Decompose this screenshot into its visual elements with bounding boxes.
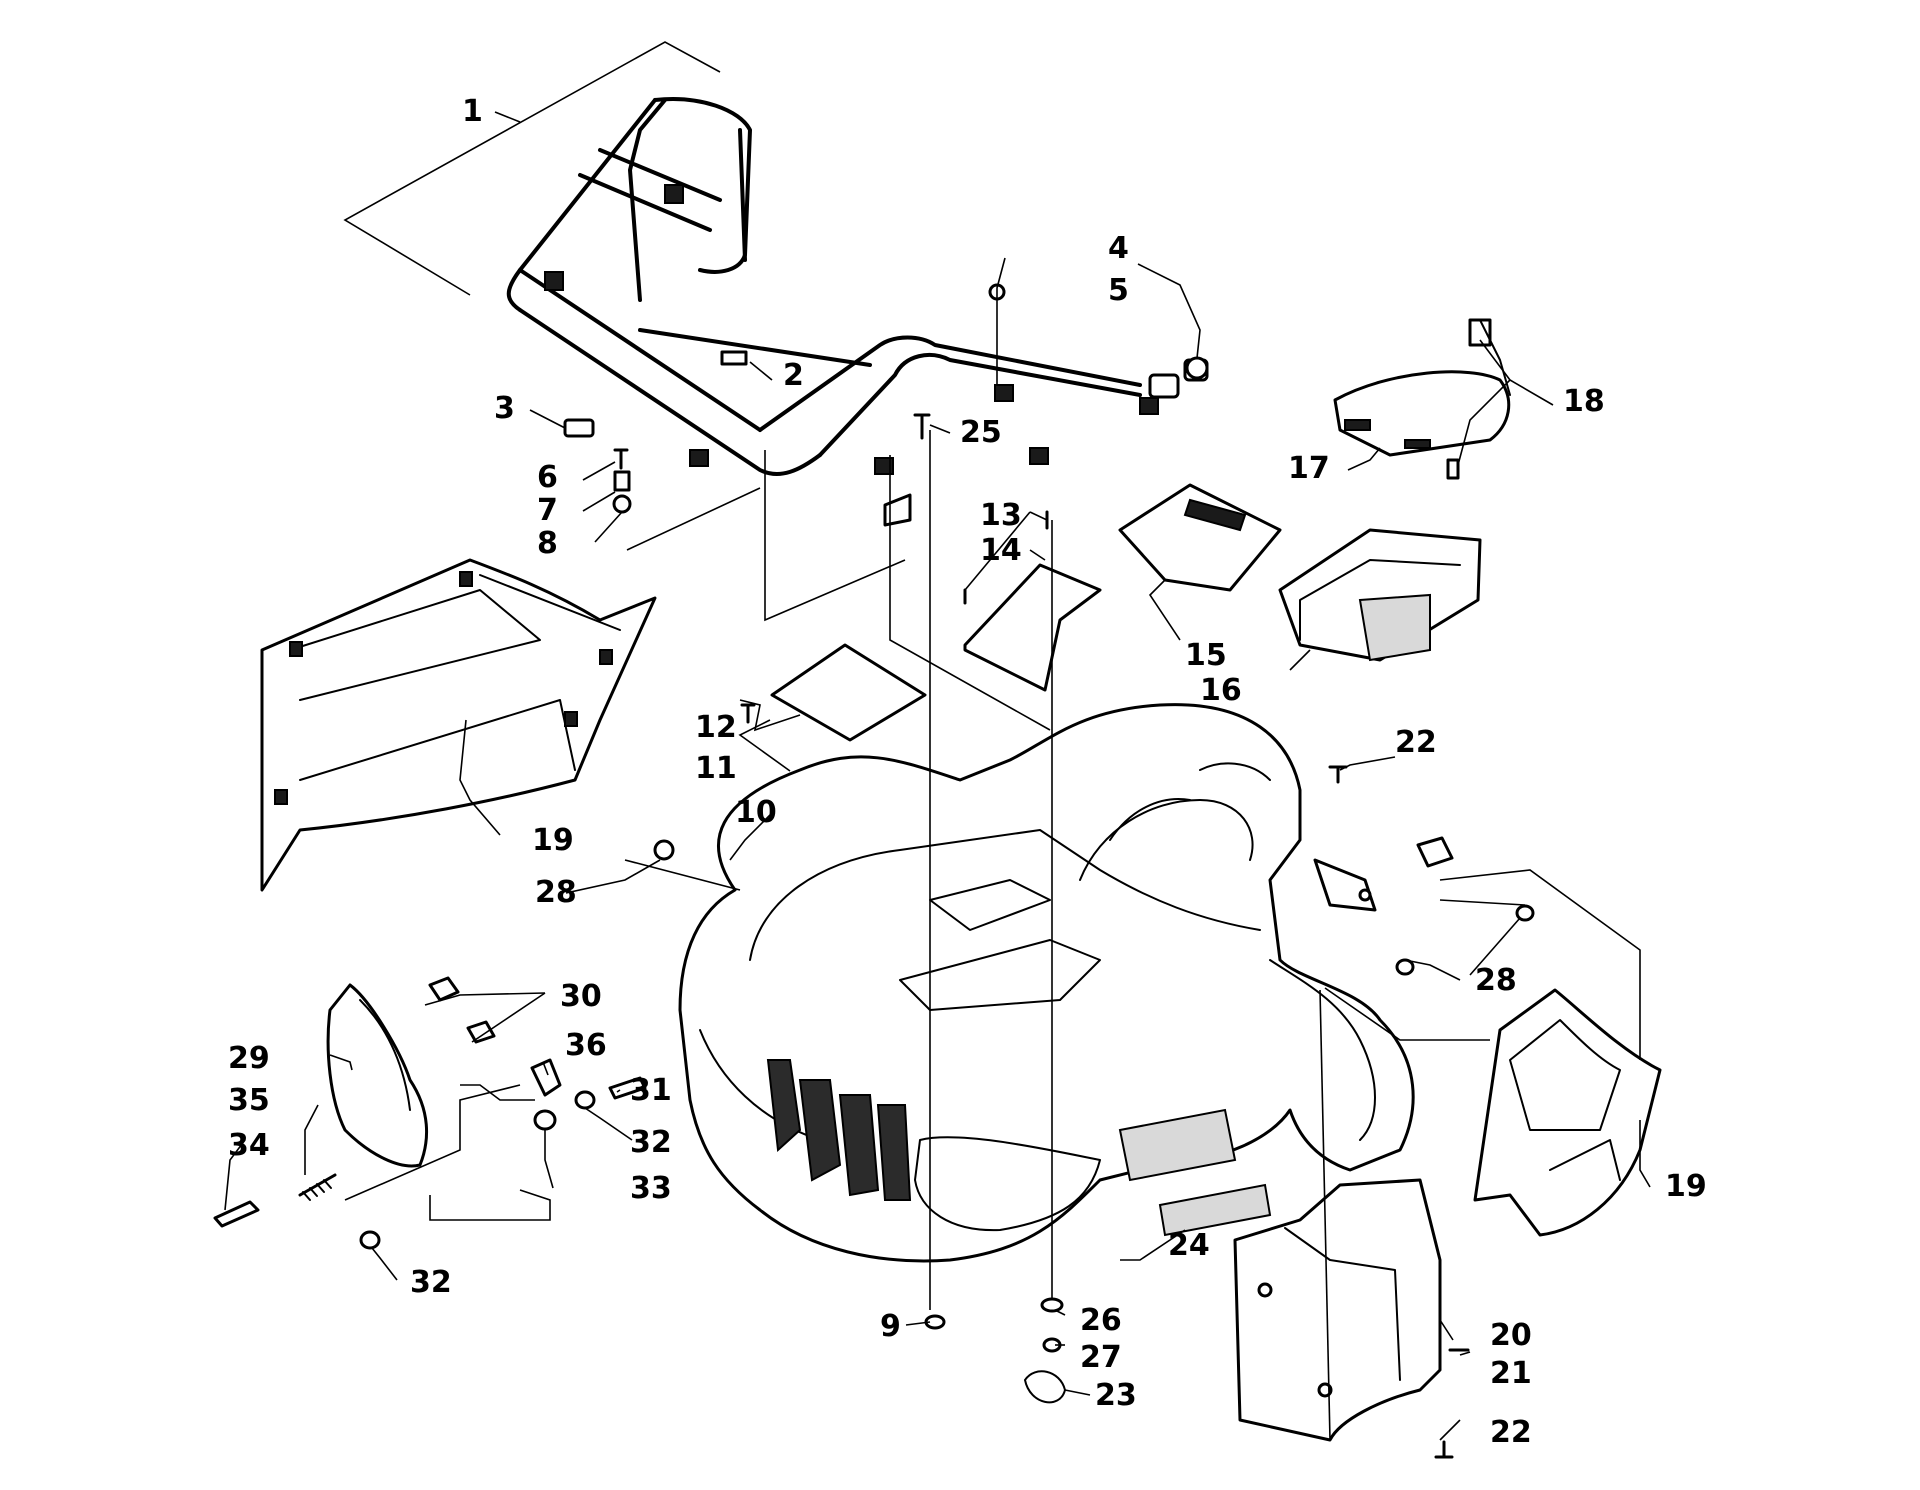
part-23-clamp xyxy=(1024,1370,1066,1404)
part-18-fasteners xyxy=(1468,318,1492,347)
part-20-inner-fender xyxy=(1233,1178,1442,1442)
callout-14: 14 xyxy=(980,533,1022,568)
callout-28-right: 28 xyxy=(1475,963,1517,998)
callout-1: 1 xyxy=(462,94,483,129)
part-22-pushpin-bottom xyxy=(1434,1440,1454,1459)
part-30-bulb-a xyxy=(428,976,460,1002)
part-22-pushpin-top xyxy=(1328,765,1348,784)
part-22-small-plate xyxy=(1416,836,1454,868)
part-36-socket xyxy=(530,1058,562,1097)
part-30-bulb-b xyxy=(466,1020,496,1044)
part-5-grommet xyxy=(1185,356,1209,380)
part-12-pushpin xyxy=(740,703,756,724)
callout-7: 7 xyxy=(537,493,558,528)
callout-10: 10 xyxy=(735,795,777,830)
part-19-side-panel-left xyxy=(260,558,657,892)
callout-3: 3 xyxy=(494,391,515,426)
part-32-washer-a xyxy=(574,1090,596,1110)
callout-22-top: 22 xyxy=(1395,725,1437,760)
leader-lines xyxy=(224,111,1651,1441)
callout-25: 25 xyxy=(960,415,1002,450)
callout-36: 36 xyxy=(565,1028,607,1063)
callout-13: 13 xyxy=(980,498,1022,533)
callout-labels: 1 2 3 4 5 6 7 8 9 10 11 12 13 14 15 16 1… xyxy=(228,94,1707,1450)
part-34-screw xyxy=(213,1200,260,1228)
part-8-nut xyxy=(612,494,632,514)
callout-18: 18 xyxy=(1563,384,1605,419)
callout-33: 33 xyxy=(630,1171,672,1206)
callout-2: 2 xyxy=(783,358,804,393)
callout-27: 27 xyxy=(1080,1340,1122,1375)
callout-17: 17 xyxy=(1288,451,1330,486)
part-31-bolt xyxy=(608,1076,647,1100)
callout-19-right: 19 xyxy=(1665,1169,1707,1204)
callout-5: 5 xyxy=(1108,273,1129,308)
callout-34: 34 xyxy=(228,1128,270,1163)
callout-19-left: 19 xyxy=(532,823,574,858)
callout-23: 23 xyxy=(1095,1378,1137,1413)
callout-8: 8 xyxy=(537,526,558,561)
part-15-panel xyxy=(1118,483,1282,592)
callout-26: 26 xyxy=(1080,1303,1122,1338)
callout-22-bottom: 22 xyxy=(1490,1415,1532,1450)
part-3-clip xyxy=(563,418,595,438)
callout-35: 35 xyxy=(228,1083,270,1118)
part-6-screw xyxy=(613,448,629,470)
front-rack xyxy=(343,41,1209,527)
part-28-grommet-left xyxy=(653,839,675,861)
callout-6: 6 xyxy=(537,460,558,495)
callout-9: 9 xyxy=(880,1309,901,1344)
callout-32-right: 32 xyxy=(630,1125,672,1160)
part-26-washer xyxy=(1040,1297,1064,1313)
callout-28-left: 28 xyxy=(535,875,577,910)
part-29-headlight xyxy=(326,983,429,1168)
part-28-grommet-right-a xyxy=(1395,958,1415,976)
callout-21: 21 xyxy=(1490,1356,1532,1391)
front-body-panel xyxy=(678,703,1415,1263)
callout-29: 29 xyxy=(228,1041,270,1076)
part-25-screw xyxy=(913,413,931,440)
part-28-grommet-right-b xyxy=(1515,904,1535,922)
callout-11: 11 xyxy=(695,751,737,786)
part-33-grommet xyxy=(533,1109,557,1131)
callout-16: 16 xyxy=(1200,673,1242,708)
callout-15: 15 xyxy=(1185,638,1227,673)
callout-31: 31 xyxy=(630,1073,672,1108)
part-18-fastener-b xyxy=(1446,458,1460,480)
callout-12: 12 xyxy=(695,710,737,745)
part-11-panel xyxy=(770,643,927,742)
hardware-parts xyxy=(563,283,1535,1459)
part-7-spacer xyxy=(613,470,631,492)
part-14-bracket xyxy=(963,563,1102,692)
part-32-washer-b xyxy=(359,1230,381,1250)
rack-assembly-bracket xyxy=(343,41,721,296)
part-17-cover xyxy=(1333,370,1511,457)
callout-30: 30 xyxy=(560,979,602,1014)
callout-24: 24 xyxy=(1168,1228,1210,1263)
callout-4: 4 xyxy=(1108,231,1129,266)
callout-20: 20 xyxy=(1490,1318,1532,1353)
callout-32-bottom: 32 xyxy=(410,1265,452,1300)
